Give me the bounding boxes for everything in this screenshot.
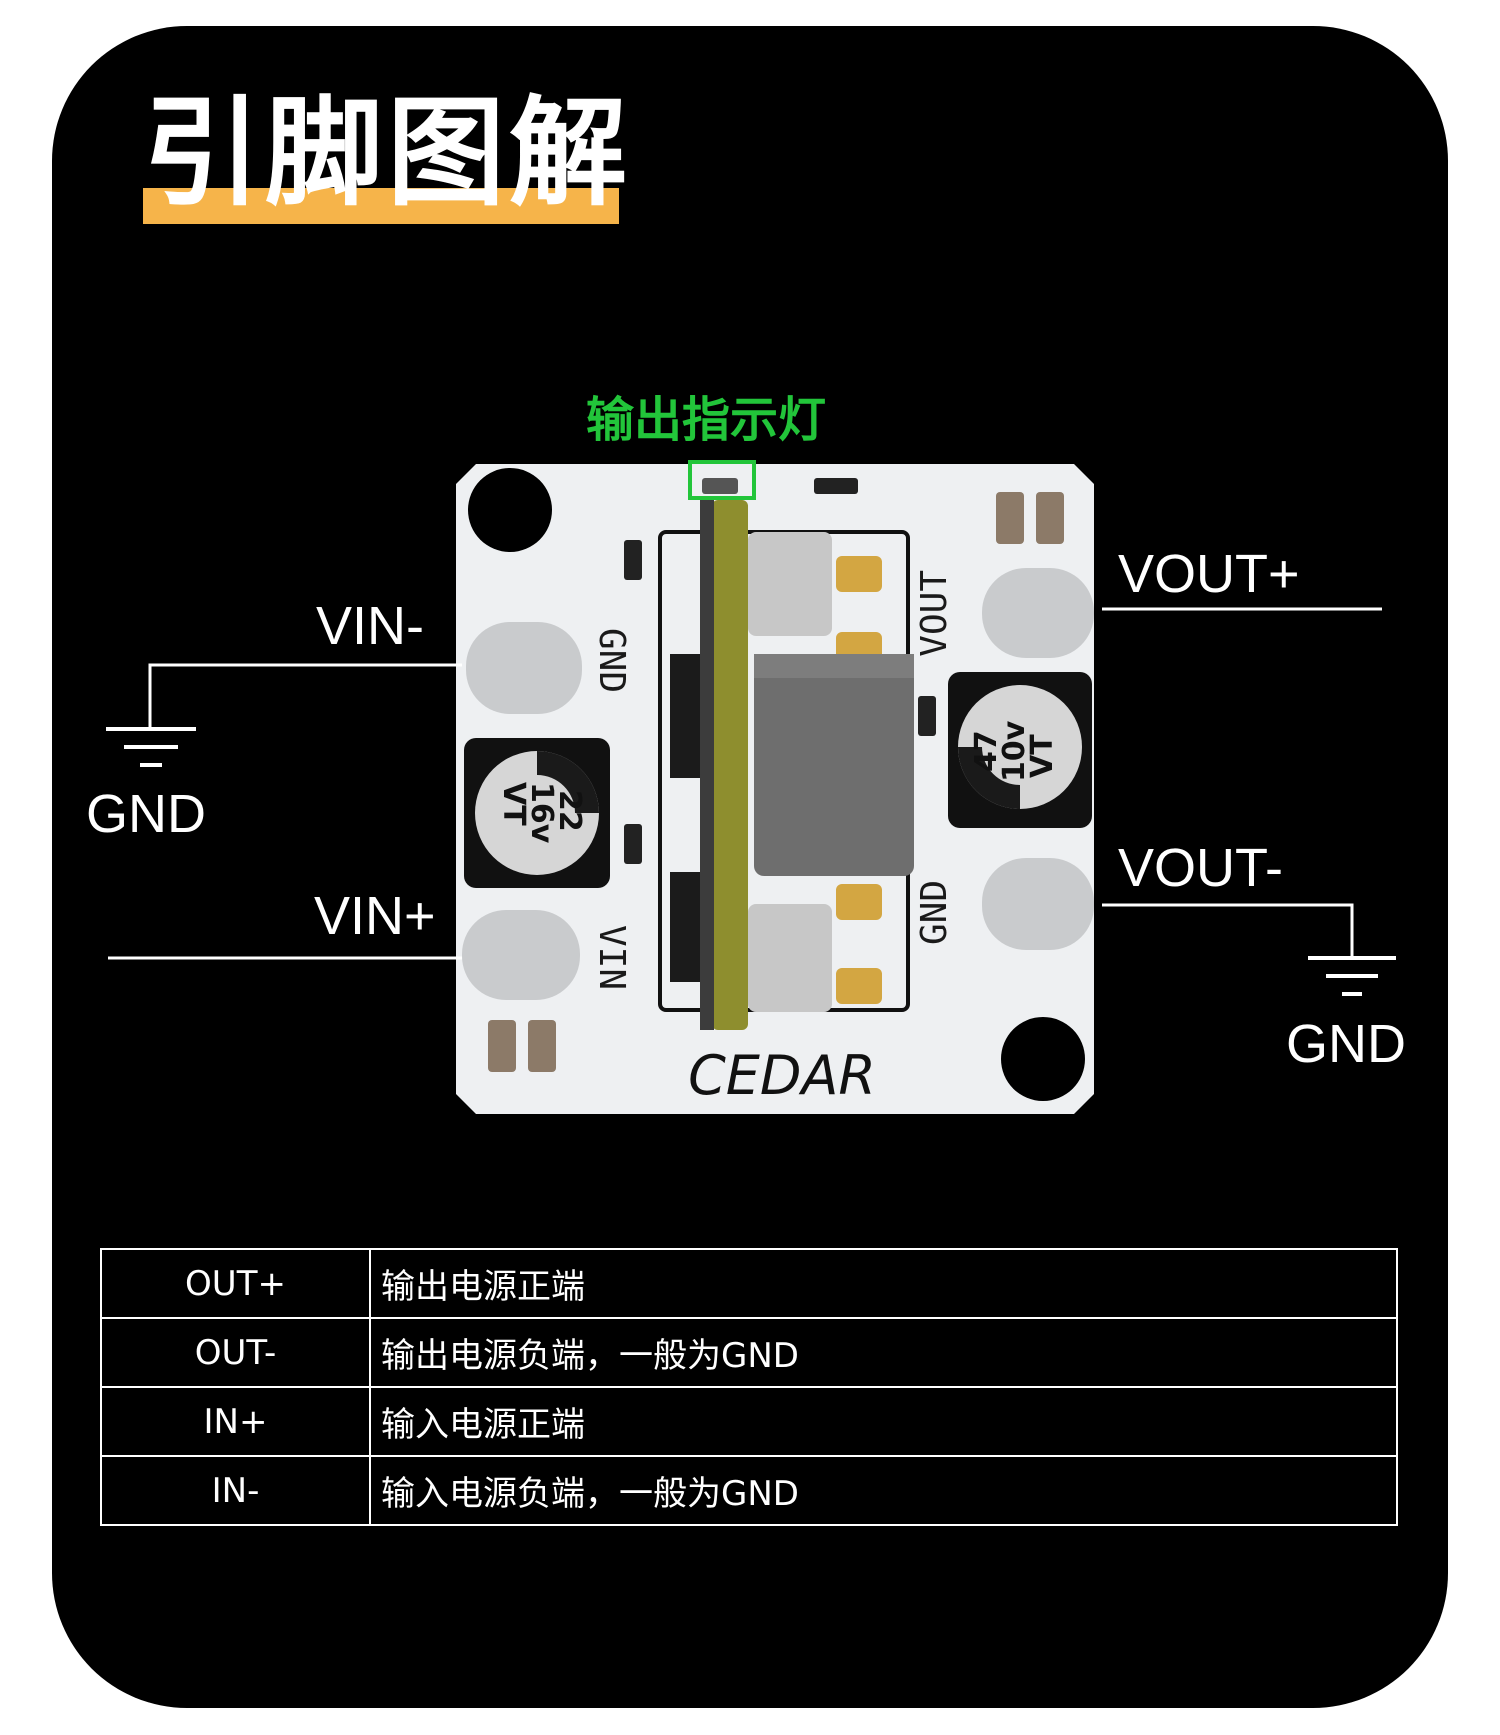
pin-desc-cell: 输出电源负端，一般为GND <box>369 1317 1398 1388</box>
wire-vin-minus <box>148 663 462 728</box>
table-row: IN+ 输入电源正端 <box>100 1386 1398 1457</box>
pad-vin-plus <box>462 910 580 1000</box>
brand-silkscreen: CEDAR <box>688 1044 876 1107</box>
smd-resistor-top <box>814 478 858 494</box>
pin-desc-cell: 输入电源负端，一般为GND <box>369 1455 1398 1526</box>
page-title: 引脚图解 <box>143 84 632 222</box>
pad-vout-minus <box>982 858 1094 950</box>
pad-vin-minus <box>466 622 582 714</box>
label-vin-minus: VIN- <box>316 596 424 656</box>
pin-desc-cell: 输出电源正端 <box>369 1248 1398 1319</box>
cap-left-line2: 16v <box>524 782 559 844</box>
silk-gnd-left: GND <box>591 628 632 693</box>
pin-name-cell: IN+ <box>100 1386 371 1457</box>
label-vout-minus: VOUT- <box>1118 838 1284 898</box>
daughter-board <box>712 500 748 1030</box>
pin-description-table: OUT+ 输出电源正端 OUT- 输出电源负端，一般为GND IN+ 输入电源正… <box>100 1248 1398 1526</box>
smd-part-right <box>918 696 936 736</box>
capacitor-right <box>948 672 1092 828</box>
output-led <box>702 478 738 494</box>
ground-symbol-right <box>1308 956 1396 996</box>
output-indicator-label: 输出指示灯 <box>586 392 827 448</box>
led-highlight-box <box>688 460 756 500</box>
pin-name-cell: IN- <box>100 1455 371 1526</box>
table-row: IN- 输入电源负端，一般为GND <box>100 1455 1398 1526</box>
smd-caps-top-right <box>996 492 1064 544</box>
power-ic-top <box>748 532 882 668</box>
inductor <box>754 654 914 876</box>
pad-vout-plus <box>982 568 1094 658</box>
table-row: OUT- 输出电源负端，一般为GND <box>100 1317 1398 1388</box>
mounting-hole-top-left <box>468 468 552 552</box>
pin-desc-cell: 输入电源正端 <box>369 1386 1398 1457</box>
cap-right-line3: VT <box>1025 734 1060 778</box>
pin-name-cell: OUT- <box>100 1317 371 1388</box>
smd-resistor-left-2 <box>624 824 642 864</box>
silk-gnd-right: GND <box>914 880 955 945</box>
smd-resistor-left <box>624 540 642 580</box>
label-vin-plus: VIN+ <box>314 886 436 946</box>
capacitor-left <box>464 738 610 888</box>
silk-vout: VOUT <box>914 570 955 657</box>
cap-right-line1: 47 <box>969 730 1004 772</box>
table-row: OUT+ 输出电源正端 <box>100 1248 1398 1319</box>
ground-symbol-left <box>106 727 196 767</box>
title-underline <box>143 188 619 224</box>
label-gnd-left: GND <box>86 784 206 844</box>
cap-right-line2: 10v <box>997 720 1032 782</box>
silk-vin: VIN <box>591 925 632 990</box>
cap-left-line3: VT <box>496 782 531 826</box>
power-ic-bottom <box>748 884 882 1012</box>
label-gnd-right: GND <box>1286 1014 1406 1074</box>
wire-vout-minus <box>1102 903 1354 958</box>
cap-left-line1: 22 <box>552 790 587 832</box>
mounting-hole-bottom-right <box>1001 1017 1085 1101</box>
label-vout-plus: VOUT+ <box>1118 544 1300 604</box>
smd-caps-bottom-left <box>488 1020 556 1072</box>
pin-name-cell: OUT+ <box>100 1248 371 1319</box>
